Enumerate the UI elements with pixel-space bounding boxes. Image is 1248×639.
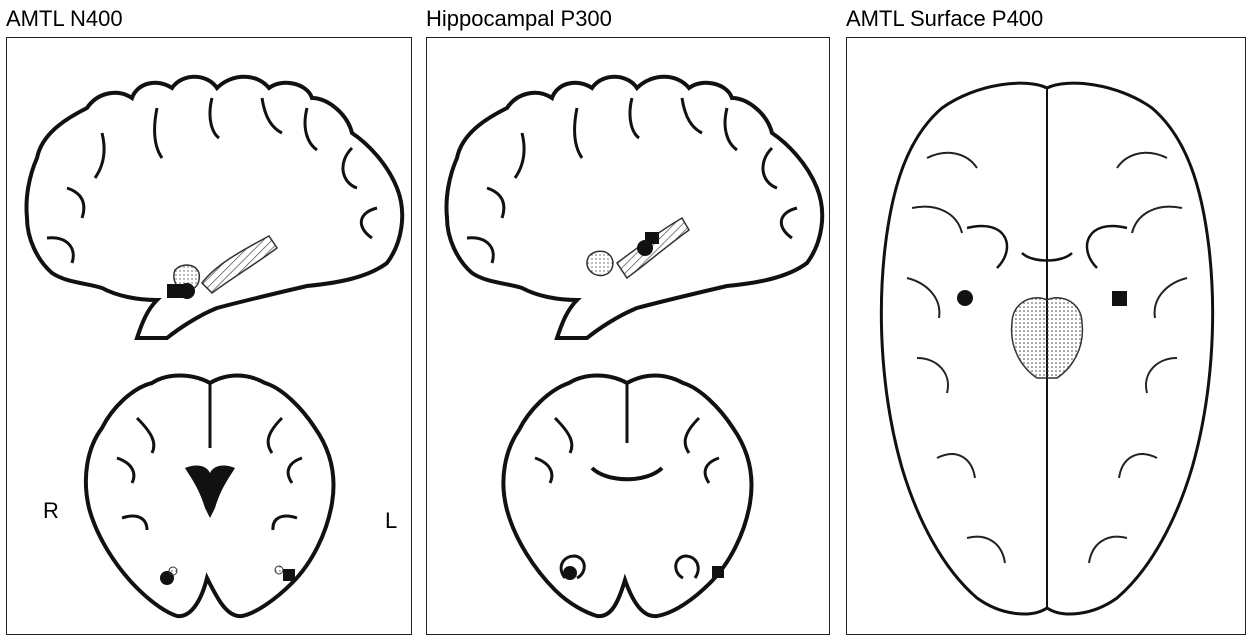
electrode-marker-circle-right (957, 290, 973, 306)
panel-hippocampal-p300 (426, 37, 830, 635)
sagittal-brain-outline (26, 77, 402, 338)
coronal-brain-outline (503, 376, 751, 617)
right-hemisphere-label: R (43, 498, 59, 524)
panel-1-title: AMTL N400 (6, 6, 123, 32)
electrode-marker-circle-right (563, 566, 577, 580)
electrode-marker-circle (637, 240, 653, 256)
lateral-ventricles (185, 466, 235, 518)
electrode-marker-square-left (283, 569, 295, 581)
electrode-marker-circle (179, 283, 195, 299)
temporal-lobe-hatched-region (202, 236, 277, 293)
panel-3-title: AMTL Surface P400 (846, 6, 1043, 32)
panel-2-title: Hippocampal P300 (426, 6, 612, 32)
electrode-marker-square-left (712, 566, 724, 578)
panel-amtl-surface-p400 (846, 37, 1246, 635)
panel-amtl-n400: R L (6, 37, 412, 635)
brainstem-stippled-region (1012, 298, 1083, 378)
sagittal-brain-outline (446, 77, 822, 338)
stipple-spot-left (275, 566, 283, 574)
amygdala-stippled-region (587, 251, 613, 275)
left-hemisphere-label: L (385, 508, 397, 534)
electrode-marker-square-left (1112, 291, 1127, 306)
stipple-spot-right (169, 567, 177, 575)
